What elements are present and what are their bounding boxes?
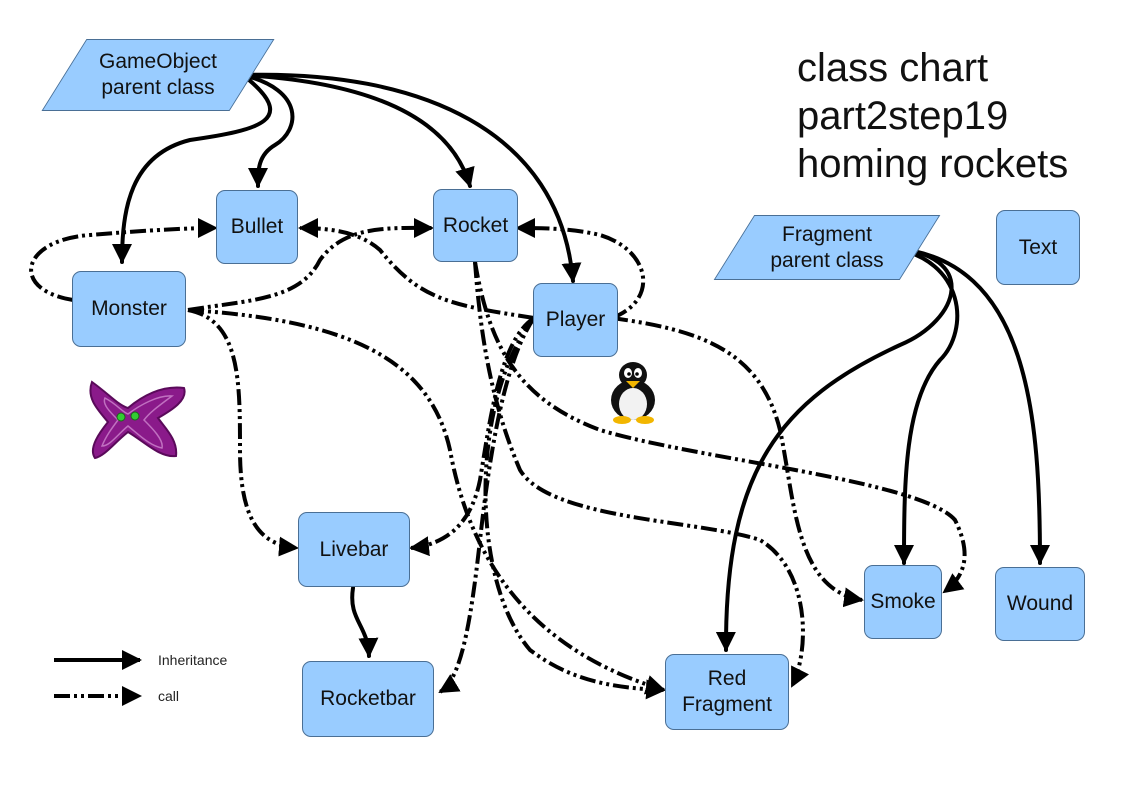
edge-player-rocket [515, 218, 646, 320]
node-bullet: Bullet [216, 190, 298, 264]
node-monster: Monster [72, 271, 186, 347]
edge-gameobject-player [241, 72, 582, 283]
edge-fragment-smoke [890, 246, 960, 565]
node-fragment-label: Fragment parent class [770, 222, 884, 272]
node-monster-label: Monster [91, 297, 167, 320]
chart-title: class chart part2step19 homing rockets [797, 46, 1069, 186]
node-livebar-label: Livebar [319, 537, 389, 561]
node-player: Player [533, 283, 618, 357]
edge-monster-rocket [187, 217, 434, 312]
edge-rocket-smoke [473, 261, 967, 594]
edge-livebar-rocketbar [350, 586, 379, 658]
node-smoke-label: Smoke [870, 590, 936, 613]
node-rocket-label: Rocket [442, 213, 509, 237]
node-rocket: Rocket [433, 189, 518, 262]
node-rocketbar-label: Rocketbar [320, 687, 416, 710]
legend-inheritance-label: Inheritance [158, 652, 228, 668]
node-text: Text [996, 210, 1080, 285]
edge-gameobject-bullet [241, 73, 295, 188]
node-text-label: Text [1018, 235, 1058, 259]
node-wound: Wound [995, 567, 1085, 641]
node-redfragment: Red Fragment [665, 654, 789, 730]
penguin-sprite-icon [611, 362, 655, 424]
edge-player-smoke [611, 316, 864, 608]
node-player-label: Player [545, 308, 606, 331]
node-rocketbar: Rocketbar [302, 661, 434, 737]
edge-fragment-wound [890, 246, 1050, 565]
edge-gameobject-monster [112, 73, 273, 264]
edge-monster-livebar [187, 308, 299, 557]
node-wound-label: Wound [1006, 592, 1074, 615]
edge-player-livebar [409, 316, 536, 557]
node-gameobject: GameObject parent class [41, 39, 275, 111]
node-gameobject-label: GameObject parent class [99, 50, 217, 99]
node-smoke: Smoke [864, 565, 942, 639]
edge-monster-redfragment [187, 308, 666, 695]
edge-fragment-redfragment [715, 246, 954, 652]
edge-rocket-redfragment [473, 261, 809, 688]
node-fragment: Fragment parent class [713, 215, 941, 280]
node-bullet-label: Bullet [230, 215, 284, 238]
monster-sprite-icon [89, 380, 186, 460]
node-redfragment-label: Red Fragment [682, 667, 772, 716]
legend-call-label: call [158, 688, 180, 704]
edge-monster-bullet [29, 218, 218, 302]
node-livebar: Livebar [298, 512, 410, 587]
edge-gameobject-rocket [241, 73, 475, 188]
